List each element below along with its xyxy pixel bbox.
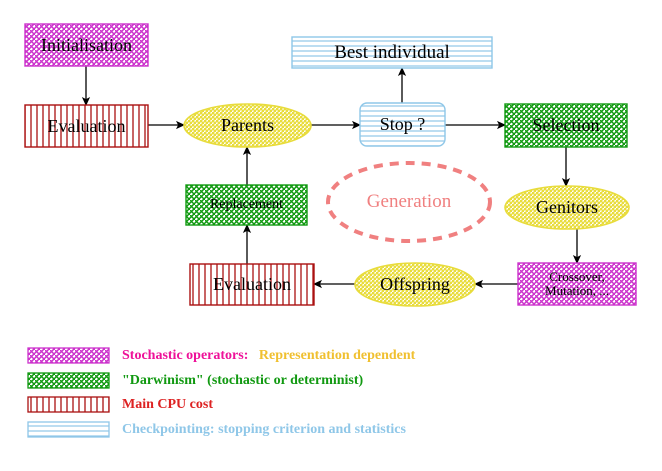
node-initialisation[interactable] <box>24 23 149 67</box>
node-genitors[interactable] <box>504 185 630 230</box>
node-best_individual[interactable] <box>291 36 493 69</box>
node-crossover[interactable] <box>517 262 637 306</box>
legend-darwinism-swatch <box>27 372 110 389</box>
node-selection[interactable] <box>504 103 628 148</box>
node-stop[interactable] <box>359 102 446 147</box>
legend-stochastic-label: Stochastic operators: Representation dep… <box>122 348 415 364</box>
legend-cpu-swatch <box>27 396 110 413</box>
nodes-layer <box>24 23 637 307</box>
legend-darwinism-label: "Darwinism" (stochastic or determinist) <box>122 373 363 389</box>
legend-checkpoint-text-primary: Checkpointing: stopping criterion and st… <box>122 422 406 437</box>
legend-checkpoint-swatch <box>27 421 110 438</box>
legend-cpu-label: Main CPU cost <box>122 397 213 413</box>
node-offspring[interactable] <box>354 262 476 307</box>
node-evaluation_top[interactable] <box>24 104 149 148</box>
legend-stochastic-text-secondary: Representation dependent <box>258 348 416 363</box>
edges-layer <box>81 66 582 289</box>
legend-stochastic-swatch <box>27 347 110 364</box>
legend-stochastic-text-primary: Stochastic operators: <box>122 348 249 363</box>
legend-checkpoint-label: Checkpointing: stopping criterion and st… <box>122 422 406 438</box>
node-generation[interactable] <box>326 161 492 243</box>
legend-cpu-text-primary: Main CPU cost <box>122 397 213 412</box>
legend-swatch-layer <box>27 347 110 438</box>
legend-darwinism-text-primary: "Darwinism" (stochastic or determinist) <box>122 373 364 388</box>
node-parents[interactable] <box>183 103 312 148</box>
node-evaluation_bot[interactable] <box>189 263 315 306</box>
node-replacement[interactable] <box>185 184 308 226</box>
